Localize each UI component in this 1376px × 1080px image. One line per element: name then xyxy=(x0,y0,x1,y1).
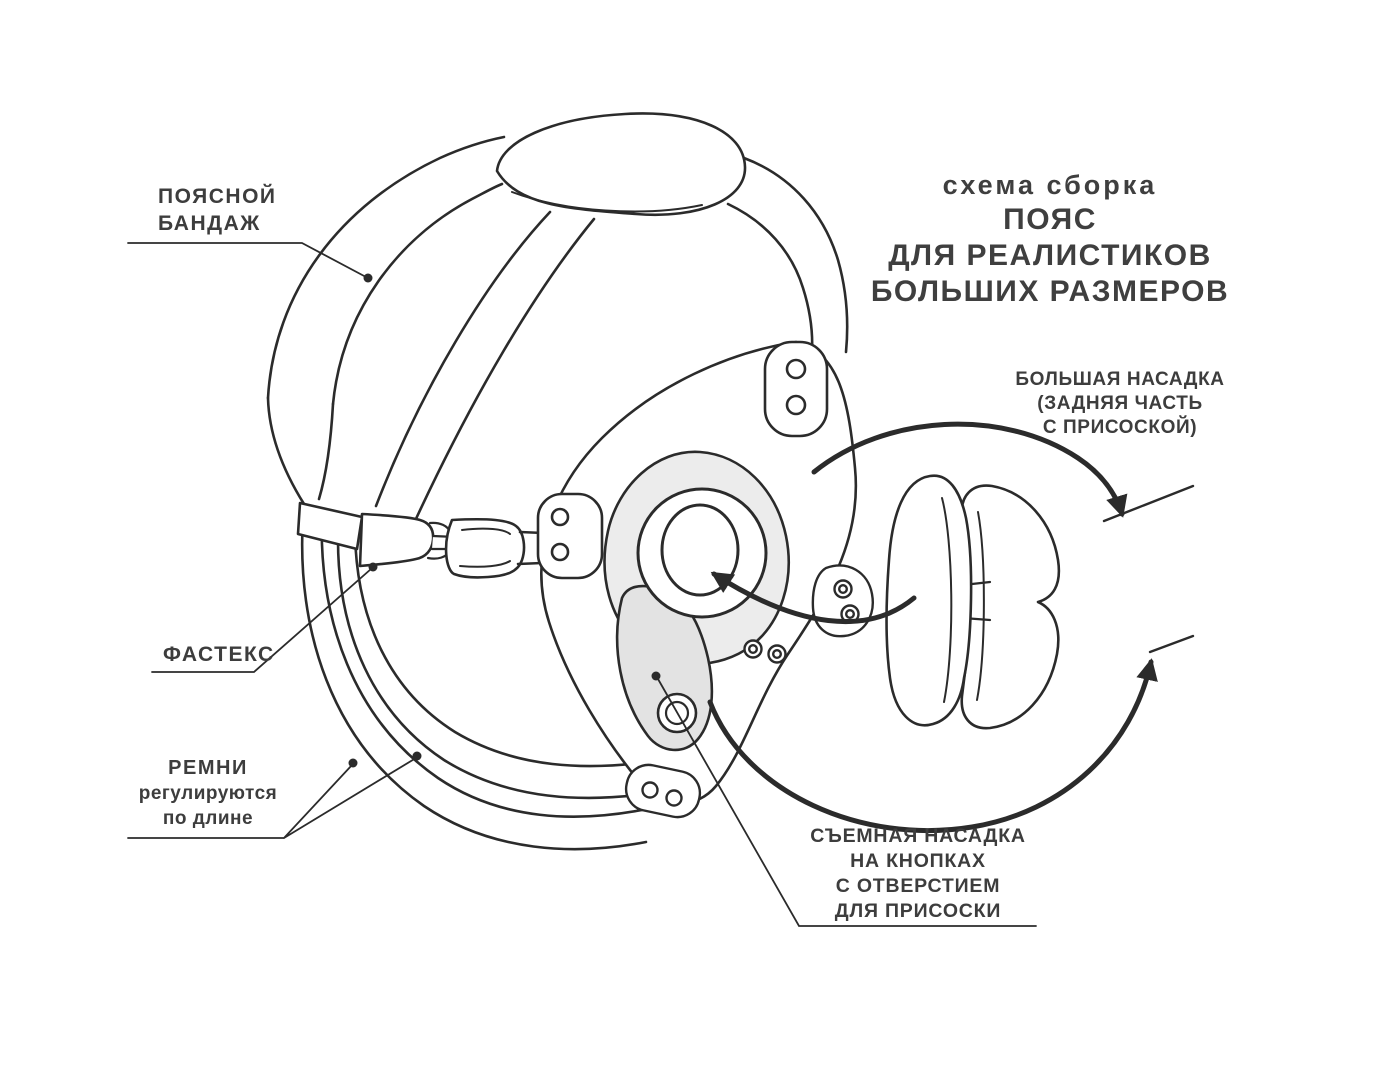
diagram-title-line2: ДЛЯ РЕАЛИСТИКОВ xyxy=(888,239,1212,272)
label-big-attachment-line2: (ЗАДНЯЯ ЧАСТЬ xyxy=(1037,393,1203,414)
leader-fastex xyxy=(151,568,372,673)
label-big-attachment-line1: БОЛЬШАЯ НАСАДКА xyxy=(1015,369,1225,390)
label-big-attachment-line3: С ПРИСОСКОЙ) xyxy=(1042,417,1198,438)
diagram-subtitle: схема сборка xyxy=(942,170,1158,200)
label-straps-line1: РЕМНИ xyxy=(168,757,248,779)
label-removable-line2: НА КНОПКАХ xyxy=(850,850,986,872)
waist-belt xyxy=(266,112,849,523)
label-straps-line3: по длине xyxy=(162,808,254,829)
label-straps: РЕМНИ регулируются по длине xyxy=(118,756,298,831)
suction-cup xyxy=(885,474,992,727)
leader-straps xyxy=(127,757,417,839)
o-ring xyxy=(636,487,768,619)
label-removable-attachment: СЪЕМНАЯ НАСАДКА НА КНОПКАХ С ОТВЕРСТИЕМ … xyxy=(793,824,1043,924)
label-big-attachment: БОЛЬШАЯ НАСАДКА (ЗАДНЯЯ ЧАСТЬ С ПРИСОСКО… xyxy=(990,368,1250,440)
leader-lines xyxy=(127,242,1195,927)
label-waist-bandage: ПОЯСНОЙ БАНДАЖ xyxy=(158,183,277,237)
label-waist-line1: ПОЯСНОЙ xyxy=(158,185,277,208)
label-fastex-line1: ФАСТЕКС xyxy=(163,643,275,666)
plug-attachment xyxy=(960,484,1061,730)
label-removable-line3: С ОТВЕРСТИЕМ xyxy=(835,875,1001,897)
rotation-arrow-bottom xyxy=(707,658,1158,833)
title-block: схема сборка ПОЯС ДЛЯ РЕАЛИСТИКОВ БОЛЬШИ… xyxy=(840,168,1260,310)
rotation-arrow-top xyxy=(811,421,1128,518)
leader-waist-bandage xyxy=(127,242,367,278)
fastex-buckle xyxy=(296,501,568,579)
label-waist-line2: БАНДАЖ xyxy=(158,212,261,235)
leader-big-attachment-top xyxy=(1102,484,1195,523)
label-removable-line1: СЪЕМНАЯ НАСАДКА xyxy=(810,825,1026,847)
insertion-arrow xyxy=(710,571,917,624)
leader-big-attachment-bottom xyxy=(1148,634,1195,654)
diagram-title-line1: ПОЯС xyxy=(1003,203,1097,236)
leader-removable xyxy=(657,678,1037,927)
label-removable-line4: ДЛЯ ПРИСОСКИ xyxy=(834,900,1002,922)
diagram-title-line3: БОЛЬШИХ РАЗМЕРОВ xyxy=(870,275,1230,308)
label-straps-line2: регулируются xyxy=(138,783,278,804)
label-fastex: ФАСТЕКС xyxy=(163,641,275,668)
